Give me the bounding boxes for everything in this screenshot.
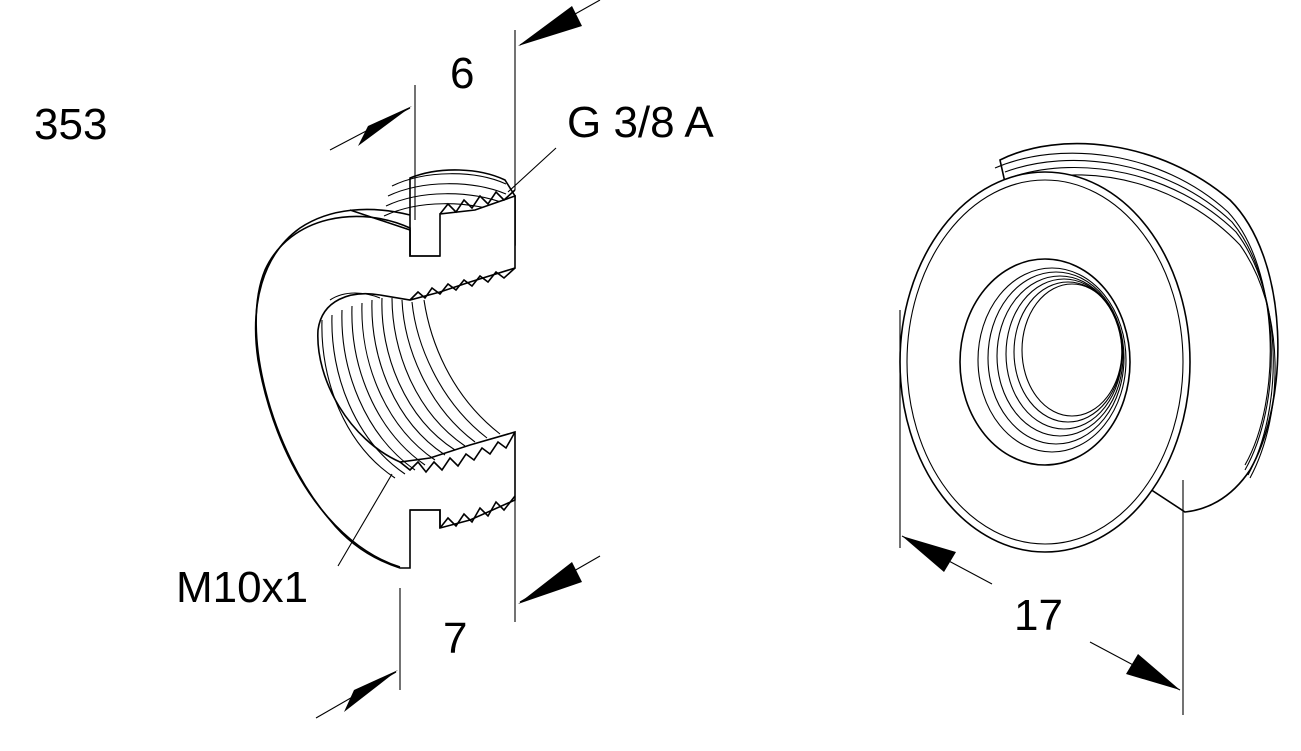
outer-thread-label: G 3/8 A	[567, 98, 714, 147]
dimension-top-6	[329, 0, 601, 220]
dim-top-label: 6	[450, 49, 474, 98]
dim-width-label: 17	[1014, 591, 1063, 640]
dimension-bottom-7	[315, 500, 601, 719]
dimension-width-17	[899, 310, 1184, 715]
leader-inner-thread	[337, 473, 393, 567]
flange-section	[254, 194, 516, 569]
inner-thread-label: M10x1	[176, 563, 308, 612]
part-number-label: 353	[34, 100, 107, 149]
assembled-bush-view	[899, 142, 1279, 553]
dim-bottom-label: 7	[443, 614, 467, 663]
leader-outer-thread	[507, 147, 557, 193]
sectioned-bush-view	[254, 169, 516, 569]
inner-thread-bore	[321, 292, 501, 479]
thread-teeth	[399, 189, 516, 529]
